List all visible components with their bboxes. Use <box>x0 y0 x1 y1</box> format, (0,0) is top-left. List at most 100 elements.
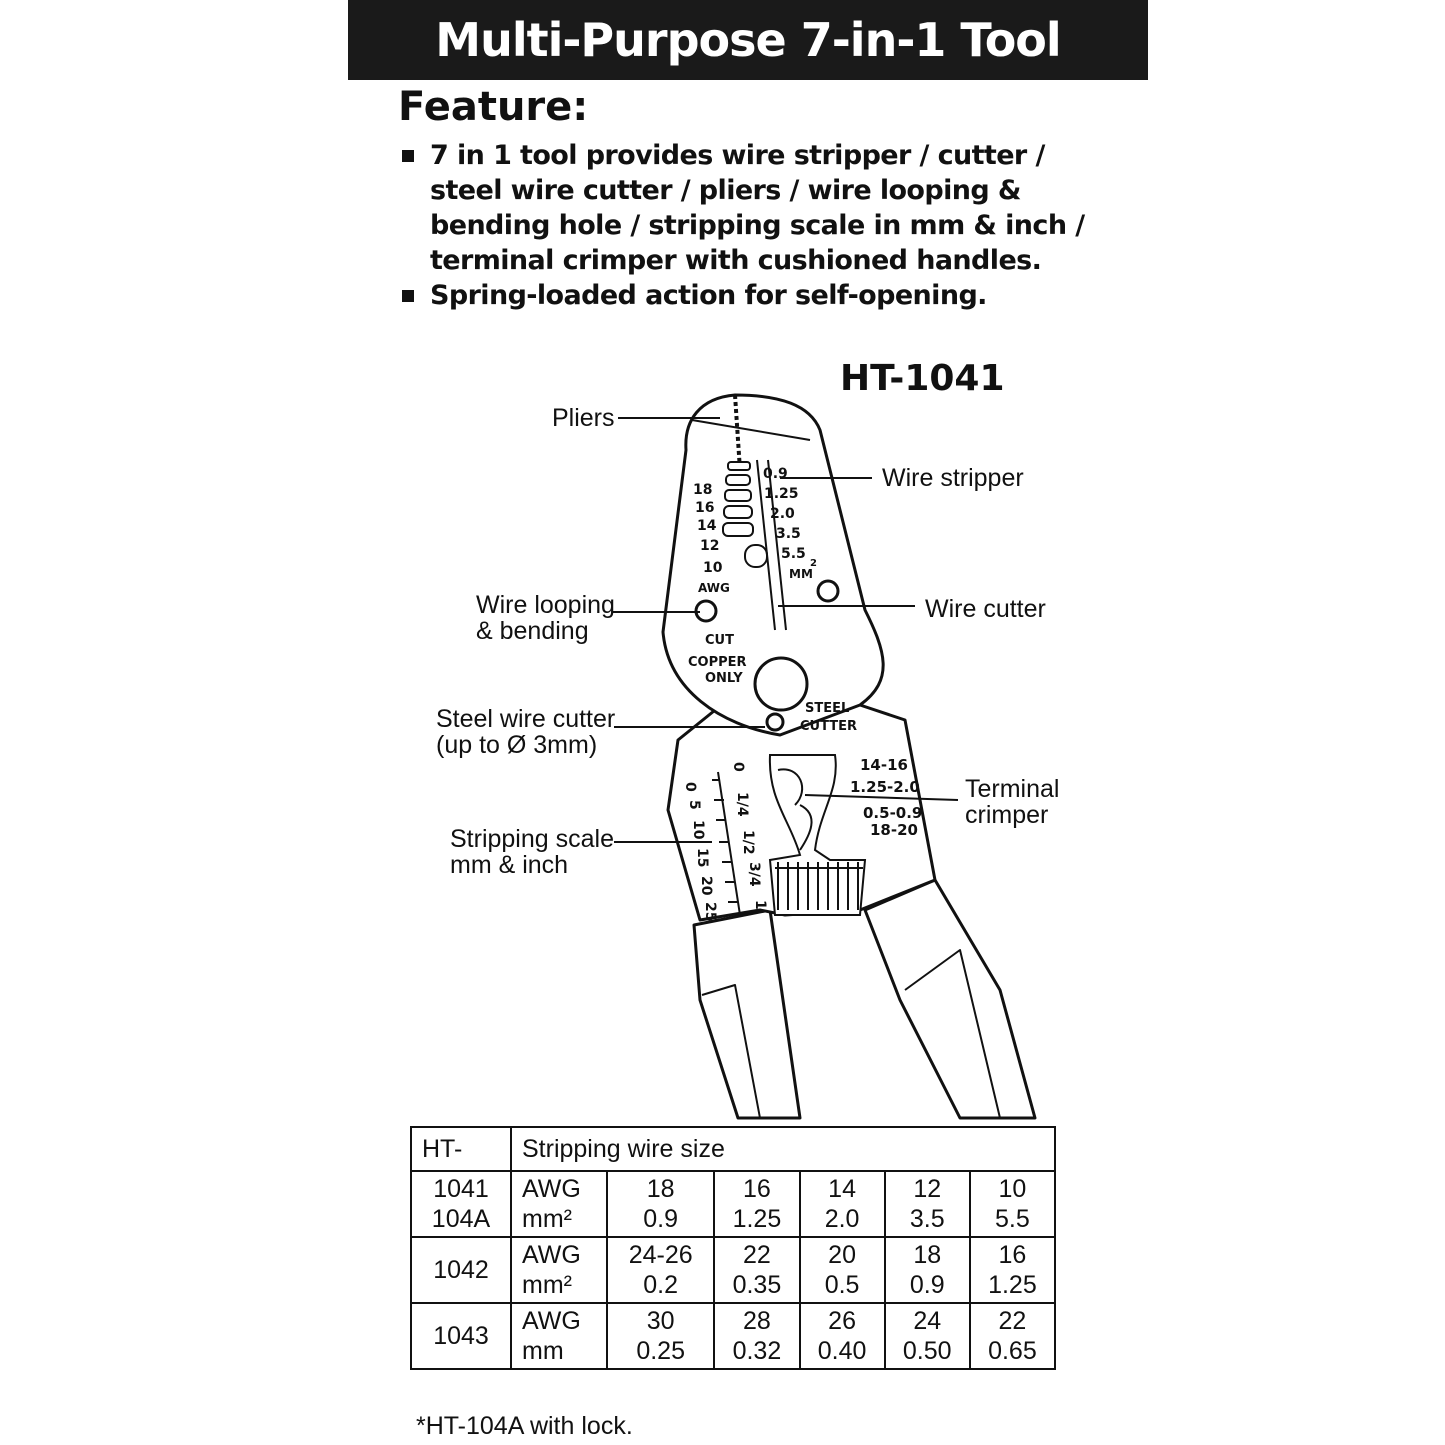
model-cell: 1041 104A <box>410 1170 512 1238</box>
title-banner: Multi-Purpose 7-in-1 Tool <box>348 0 1148 80</box>
steel-cutter-hole <box>765 712 785 732</box>
unit-cell: AWG mm <box>510 1302 608 1370</box>
awg-value: 30 <box>646 1307 675 1335</box>
mm-value: 1.25 <box>988 1271 1037 1299</box>
model-cell: 1042 <box>410 1236 512 1304</box>
square-bullet-icon <box>402 150 414 162</box>
mm-value: 5.5 <box>995 1205 1030 1233</box>
callout-text: Pliers <box>552 404 615 432</box>
unit-label: AWG <box>522 1307 581 1335</box>
upper-jaw <box>661 393 885 737</box>
feature-bullet: Spring-loaded action for self-opening. <box>400 278 1100 313</box>
awg-value: 24 <box>913 1307 942 1335</box>
unit-cell: AWG mm² <box>510 1170 608 1238</box>
model-number: 104A <box>431 1205 491 1233</box>
awg-value: 12 <box>913 1175 942 1203</box>
svg-text:AWG: AWG <box>698 581 730 595</box>
svg-text:1: 1 <box>752 900 768 910</box>
svg-text:20: 20 <box>698 876 714 896</box>
callout-pliers: Pliers <box>552 405 615 431</box>
awg-value: 24-26 <box>628 1241 693 1269</box>
mm-value: 0.5 <box>824 1271 860 1299</box>
svg-text:25: 25 <box>702 902 718 921</box>
table-header-sizes: Stripping wire size <box>510 1126 1056 1172</box>
svg-text:16: 16 <box>695 500 714 516</box>
left-handle <box>692 908 802 1120</box>
awg-value: 18 <box>646 1175 675 1203</box>
awg-value: 26 <box>828 1307 856 1335</box>
svg-text:MM: MM <box>789 567 813 581</box>
awg-value: 14 <box>828 1175 856 1203</box>
svg-text:5: 5 <box>686 800 702 810</box>
mm-value: 1.25 <box>732 1205 782 1233</box>
feature-bullet: 7 in 1 tool provides wire stripper / cut… <box>400 138 1100 278</box>
svg-text:5.5: 5.5 <box>781 546 806 562</box>
svg-text:0.5-0.9: 0.5-0.9 <box>863 804 922 822</box>
svg-text:0: 0 <box>682 782 698 792</box>
model-number: 1042 <box>433 1256 489 1284</box>
svg-text:ONLY: ONLY <box>705 671 743 686</box>
svg-text:12: 12 <box>700 538 719 554</box>
svg-text:3/4: 3/4 <box>746 862 762 887</box>
feature-heading: Feature: <box>398 84 589 130</box>
svg-text:14-16: 14-16 <box>860 756 908 774</box>
unit-label: AWG <box>522 1241 581 1269</box>
unit-label: AWG <box>522 1175 581 1203</box>
svg-text:0.9: 0.9 <box>763 466 788 482</box>
model-number: 1043 <box>433 1322 489 1350</box>
svg-text:1.25: 1.25 <box>764 486 799 502</box>
table-header-row: HT- Stripping wire size <box>410 1126 1056 1172</box>
mm-value: 0.65 <box>988 1337 1037 1365</box>
unit-label: mm² <box>522 1205 572 1233</box>
svg-text:1.25-2.0: 1.25-2.0 <box>850 778 920 796</box>
model-cell: 1043 <box>410 1302 512 1370</box>
model-number: 1041 <box>433 1175 489 1203</box>
svg-text:18-20: 18-20 <box>870 821 918 839</box>
callout-wire-looping: Wire looping & bending <box>476 592 615 644</box>
stripping-size-table: HT- Stripping wire size 1041 104A AWG mm… <box>410 1126 1057 1370</box>
unit-cell: AWG mm² <box>510 1236 608 1304</box>
callout-text: Stripping scale <box>450 825 614 853</box>
svg-text:10: 10 <box>703 560 723 576</box>
model-label: HT-1041 <box>840 358 1005 399</box>
callout-text: Wire looping <box>476 591 615 619</box>
callout-text: Steel wire cutter <box>436 705 616 733</box>
svg-text:15: 15 <box>694 848 710 867</box>
feature-list: 7 in 1 tool provides wire stripper / cut… <box>400 138 1100 313</box>
callout-text: mm & inch <box>450 851 569 879</box>
feature-text: Spring-loaded action for self-opening. <box>430 280 987 311</box>
unit-label: mm <box>522 1337 564 1365</box>
mm-value: 0.9 <box>643 1205 679 1233</box>
square-bullet-icon <box>402 290 414 302</box>
callout-text: & bending <box>476 617 589 645</box>
callout-terminal-crimper: Terminal crimper <box>965 776 1059 828</box>
footnote: *HT-104A with lock. <box>416 1412 633 1440</box>
table-header-model: HT- <box>410 1126 512 1172</box>
right-handle <box>863 878 1037 1120</box>
mm-value: 0.32 <box>732 1337 782 1365</box>
svg-text:18: 18 <box>693 482 712 498</box>
callout-text: crimper <box>965 801 1049 829</box>
svg-text:STEEL: STEEL <box>805 701 849 716</box>
awg-value: 20 <box>828 1241 856 1269</box>
mm-value: 2.0 <box>824 1205 860 1233</box>
callout-wire-stripper: Wire stripper <box>882 465 1024 491</box>
awg-value: 18 <box>913 1241 942 1269</box>
pivot-bolt <box>753 656 809 712</box>
svg-text:3.5: 3.5 <box>776 526 801 542</box>
